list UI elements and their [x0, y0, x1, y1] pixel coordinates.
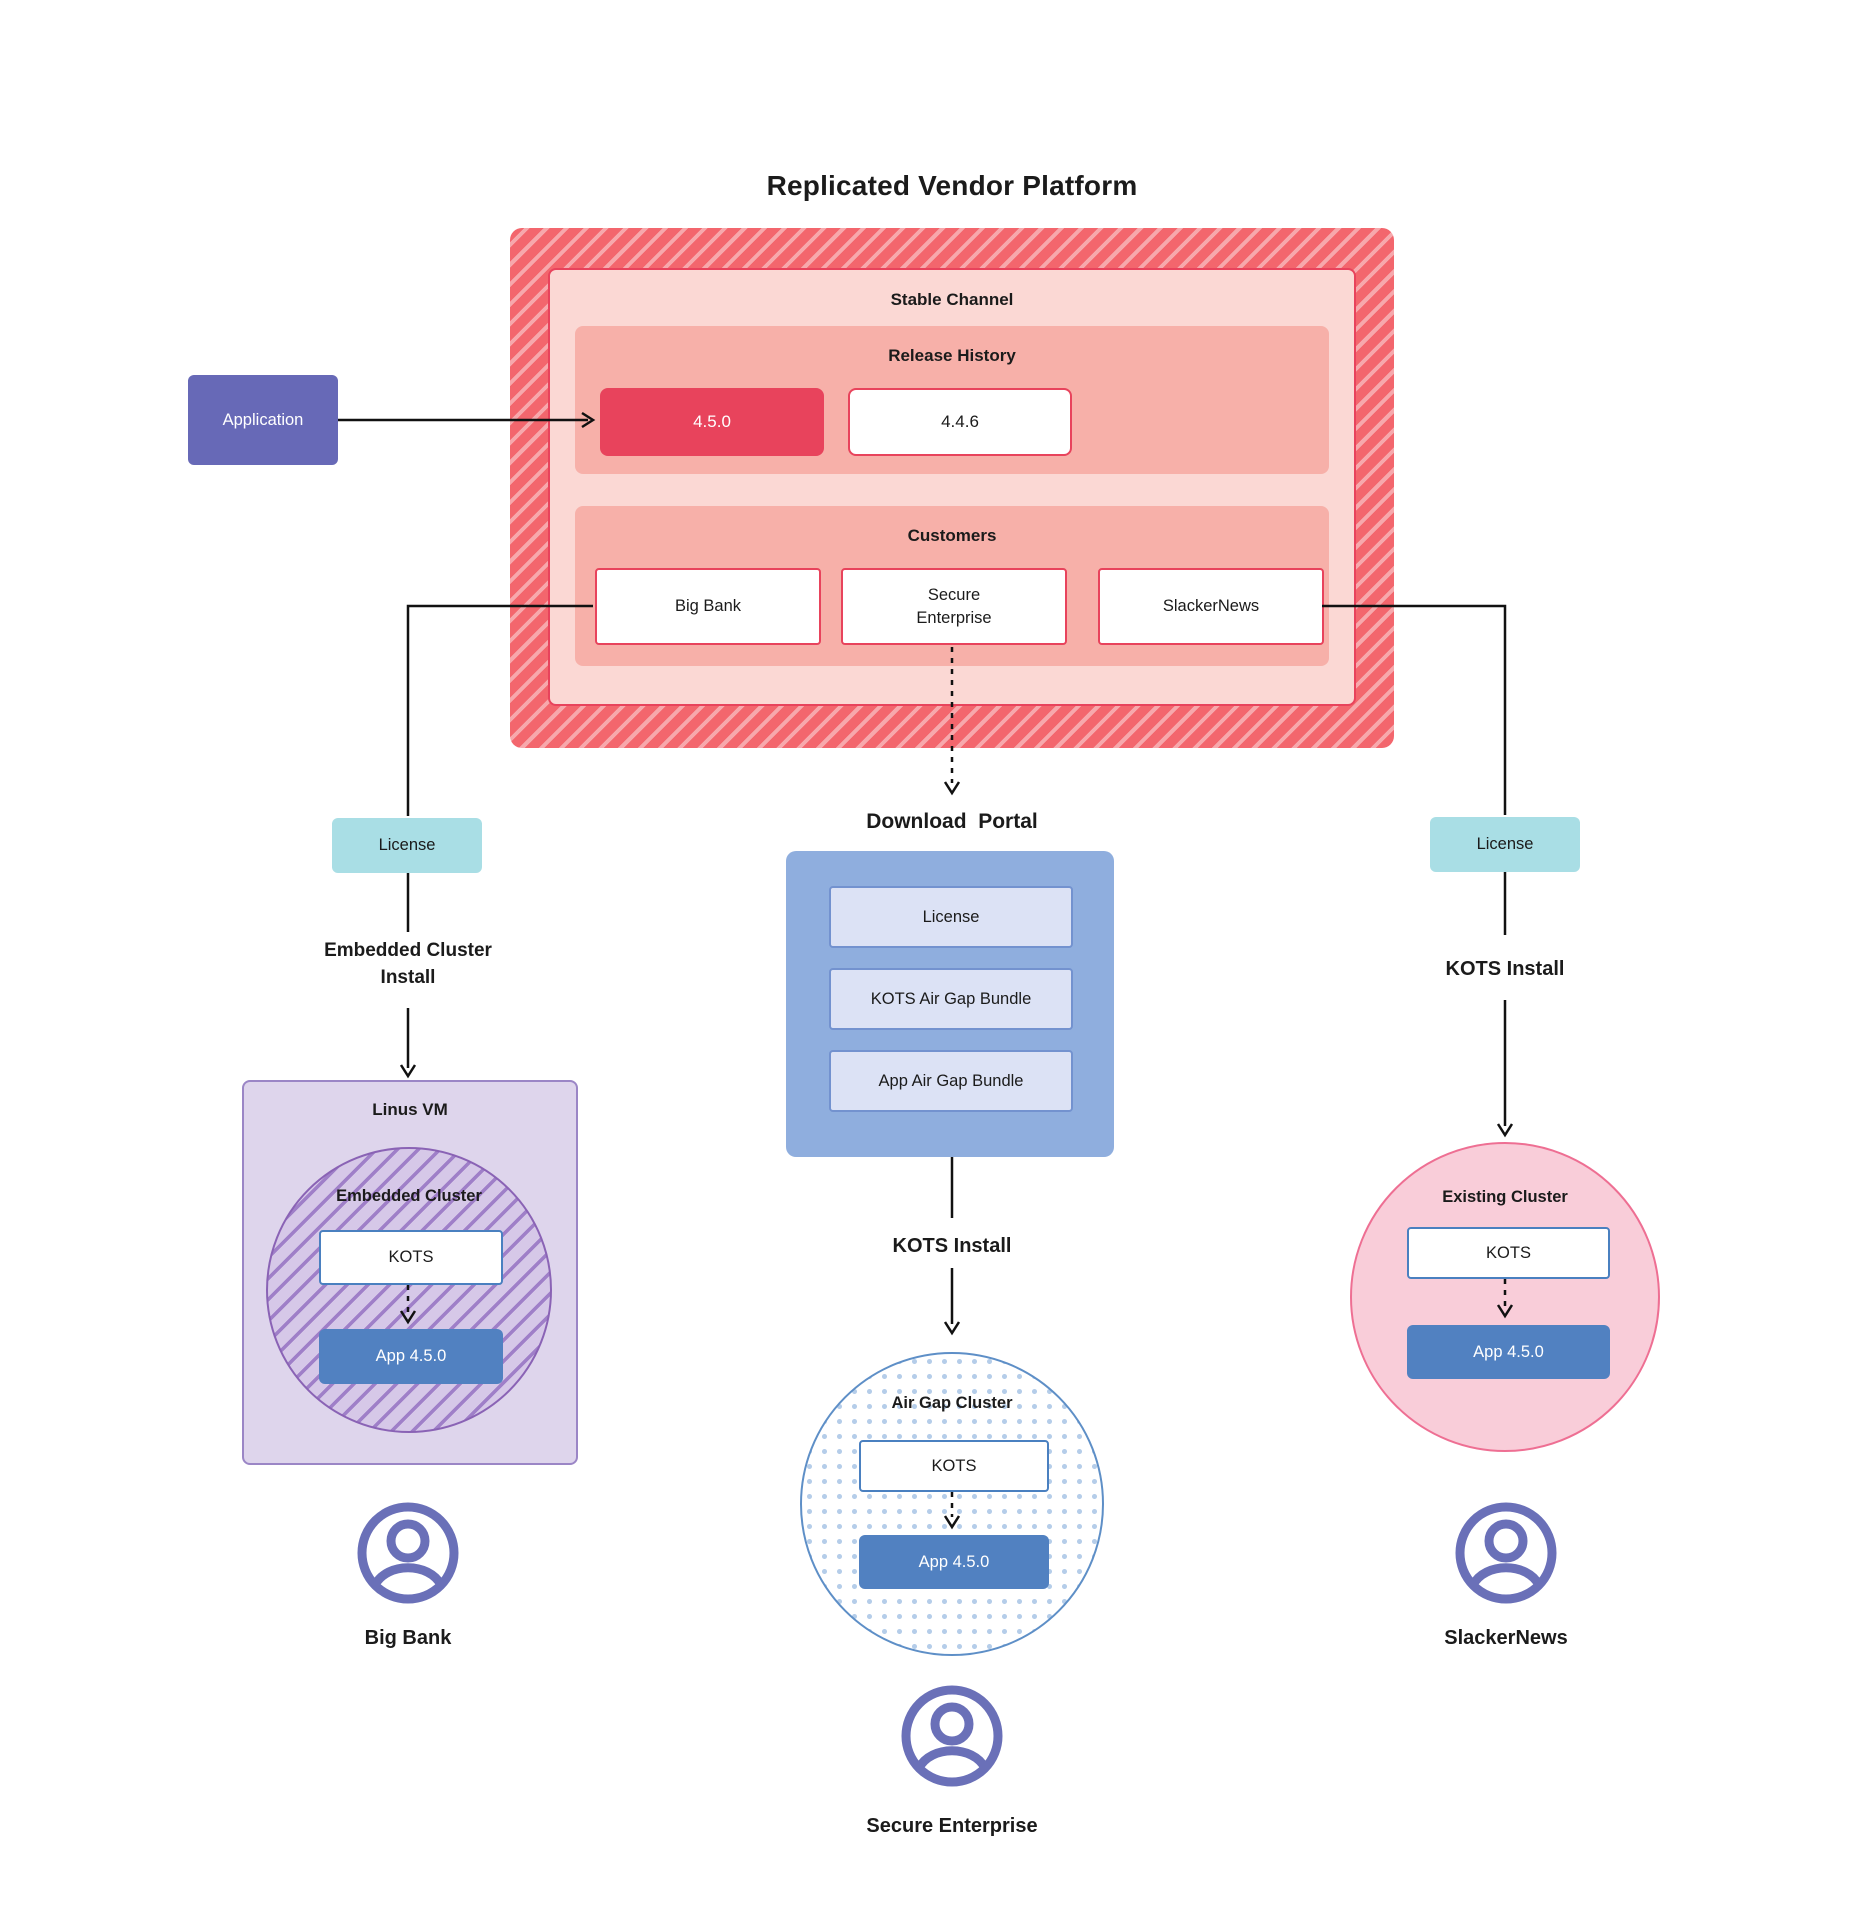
- kots-node-left: KOTS: [319, 1230, 503, 1285]
- user-icon: [357, 1502, 459, 1604]
- embedded-cluster-label: Embedded Cluster: [336, 1187, 482, 1205]
- application-node: Application: [188, 375, 338, 465]
- release-history-panel: Release History 4.5.0 4.4.6: [575, 326, 1329, 474]
- user-icon: [901, 1685, 1003, 1787]
- license-label: License: [1476, 835, 1534, 853]
- secure-enterprise-user: [892, 1676, 1012, 1801]
- customer-name: SlackerNews: [1162, 597, 1260, 616]
- customer-node-secure-enterprise: Secure Enterprise: [841, 568, 1067, 645]
- portal-item-label: License: [922, 907, 980, 926]
- embedded-cluster-install-label: Embedded Cluster Install: [324, 940, 492, 988]
- portal-item-app-airgap-bundle: App Air Gap Bundle: [829, 1050, 1073, 1112]
- customer-name: Big Bank: [674, 597, 742, 616]
- release-history-label: Release History: [888, 346, 1016, 365]
- air-gap-cluster-circle: Air Gap Cluster KOTS App 4.5.0: [800, 1352, 1104, 1656]
- diagram-title: Replicated Vendor Platform: [766, 170, 1138, 201]
- secure-enterprise-user-label: Secure Enterprise: [866, 1815, 1038, 1837]
- stable-channel-panel: Stable Channel Release History 4.5.0 4.4…: [548, 268, 1356, 706]
- embedded-cluster-circle: Embedded Cluster: [266, 1147, 552, 1433]
- portal-item-license: License: [829, 886, 1073, 948]
- application-label: Application: [222, 410, 304, 429]
- customers-panel: Customers Big Bank Secure Enterprise Sla…: [575, 506, 1329, 666]
- license-chip-left: License: [332, 818, 482, 873]
- kots-label: KOTS: [1486, 1243, 1531, 1262]
- kots-label: KOTS: [388, 1248, 434, 1266]
- app-node-middle: App 4.5.0: [859, 1535, 1049, 1589]
- big-bank-user-label: Big Bank: [364, 1627, 452, 1649]
- big-bank-user: [348, 1493, 468, 1618]
- arrowhead-down-icon: [943, 1321, 961, 1336]
- download-portal-panel: License KOTS Air Gap Bundle App Air Gap …: [786, 851, 1114, 1157]
- arrowhead-down-icon: [399, 1064, 417, 1079]
- portal-item-label: App Air Gap Bundle: [878, 1071, 1024, 1090]
- app-node-left: App 4.5.0: [319, 1329, 503, 1384]
- existing-cluster-circle: Existing Cluster KOTS App 4.5.0: [1350, 1142, 1660, 1452]
- customers-label: Customers: [907, 526, 997, 545]
- download-portal-label: Download Portal: [866, 810, 1038, 833]
- arrowhead-down-icon: [1496, 1123, 1514, 1138]
- portal-item-label: KOTS Air Gap Bundle: [870, 989, 1032, 1008]
- app-node-right: App 4.5.0: [1407, 1325, 1610, 1379]
- release-node-4-4-6: 4.4.6: [848, 388, 1072, 456]
- app-label: App 4.5.0: [918, 1552, 990, 1571]
- app-label: App 4.5.0: [375, 1347, 447, 1365]
- linus-vm-label: Linus VM: [372, 1100, 448, 1119]
- customer-name: Secure Enterprise: [916, 586, 992, 627]
- portal-item-kots-airgap-bundle: KOTS Air Gap Bundle: [829, 968, 1073, 1030]
- customer-node-slackernews: SlackerNews: [1098, 568, 1324, 645]
- license-label: License: [378, 836, 436, 854]
- kots-label: KOTS: [931, 1456, 977, 1475]
- user-icon: [1455, 1502, 1557, 1604]
- air-gap-cluster-label: Air Gap Cluster: [891, 1394, 1013, 1412]
- release-version: 4.5.0: [693, 412, 731, 431]
- release-version: 4.4.6: [941, 412, 979, 431]
- kots-node-right: KOTS: [1407, 1227, 1610, 1279]
- kots-install-label-middle: KOTS Install: [892, 1235, 1012, 1257]
- license-chip-right: License: [1430, 817, 1580, 872]
- existing-cluster-label: Existing Cluster: [1442, 1188, 1568, 1206]
- kots-node-middle: KOTS: [859, 1440, 1049, 1492]
- customer-node-big-bank: Big Bank: [595, 568, 821, 645]
- slackernews-user-label: SlackerNews: [1444, 1627, 1568, 1649]
- kots-install-label-right: KOTS Install: [1445, 958, 1565, 980]
- linus-vm-panel: Linus VM Embedded Cluster KOTS App 4.5.0: [242, 1080, 578, 1465]
- slackernews-user: [1446, 1493, 1566, 1618]
- stable-channel-label: Stable Channel: [890, 290, 1014, 309]
- arrowhead-down-icon: [943, 781, 961, 796]
- release-node-4-5-0: 4.5.0: [600, 388, 824, 456]
- app-label: App 4.5.0: [1473, 1342, 1544, 1361]
